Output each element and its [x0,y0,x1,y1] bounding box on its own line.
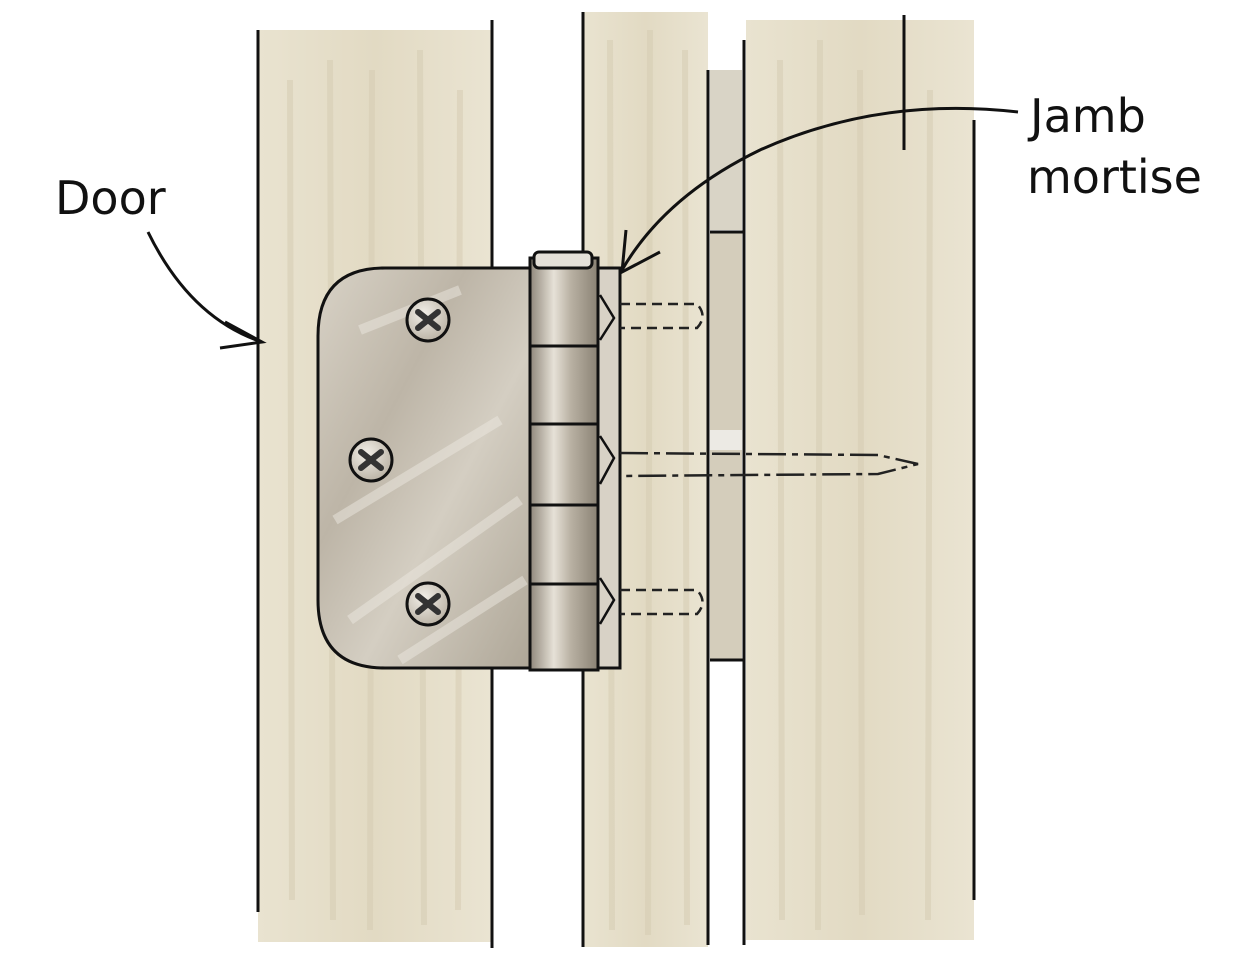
screw-icon [405,581,451,627]
stop-strip [710,40,746,945]
jamb-leaf-edge [596,266,622,670]
hidden-screw-long [619,451,919,478]
hinge-barrel [528,250,600,672]
screw-icon [405,297,451,343]
jamb-mortise-label: Jamb mortise [620,89,1202,275]
door-label: Door [55,171,267,350]
door-label-text: Door [55,171,166,225]
hidden-screw-upper [620,302,704,330]
hidden-screw-lower [620,588,704,616]
jamb-mortise-label-line1: Jamb [1027,89,1146,143]
jamb-mortise-label-line2: mortise [1027,150,1202,204]
casing-panel [746,15,976,940]
screw-icon [348,437,394,483]
